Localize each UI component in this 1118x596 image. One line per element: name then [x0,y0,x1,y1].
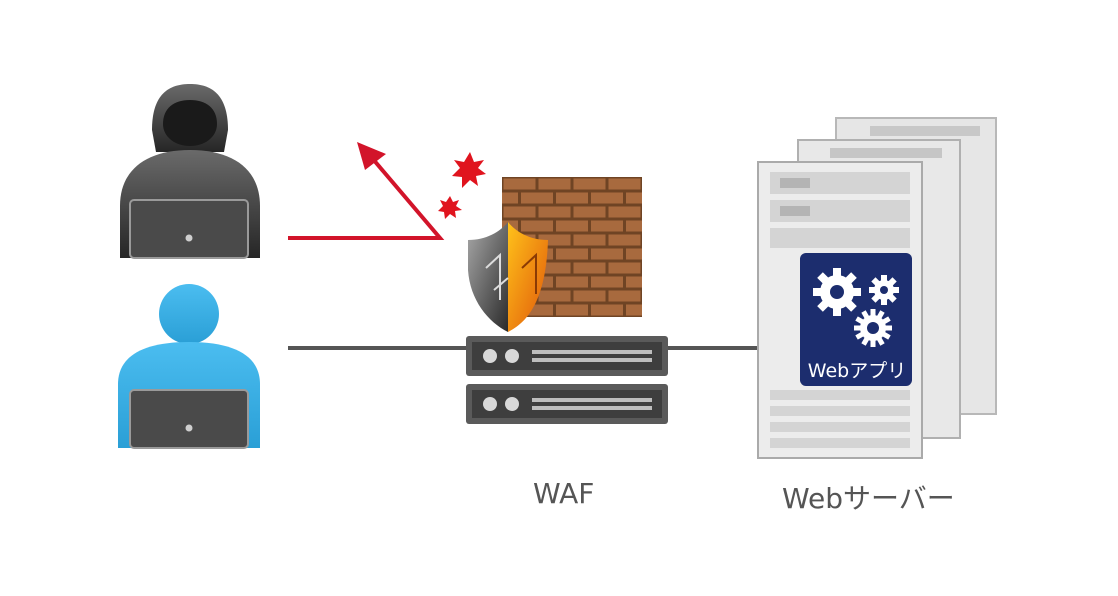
hooded-attacker-icon [120,84,260,259]
blocked-attack-arrow [288,142,445,240]
impact-spark-icon [438,152,486,219]
user-laptop-icon [118,284,260,449]
rack-appliance-icon [466,336,668,424]
gears-icon [813,268,899,347]
waf-label: WAF [533,477,595,510]
web-server-label: Webサーバー [782,482,955,515]
shield-icon [468,222,548,332]
web-app-label: Webアプリ [807,360,907,382]
